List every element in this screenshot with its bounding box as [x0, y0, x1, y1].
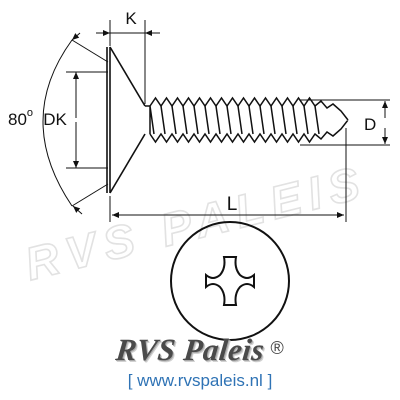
dimension-l-label: L	[227, 194, 238, 215]
dimension-k-label: K	[125, 9, 137, 28]
dimension-angle	[42, 32, 109, 215]
dimension-d-label: D	[364, 115, 376, 134]
registered-mark: ®	[270, 337, 284, 358]
website-link[interactable]: [ www.rvspaleis.nl ]	[0, 371, 400, 391]
watermark: RVS PALEIS	[20, 155, 372, 290]
brand-logo: RVS Paleis®	[0, 332, 400, 368]
dimension-dk-label: DK	[43, 110, 67, 129]
dimension-d	[300, 99, 390, 146]
angle-label: 80o	[8, 107, 33, 129]
head-top-view	[170, 221, 290, 341]
screw-head	[106, 46, 146, 194]
dimension-l	[109, 128, 347, 222]
dimension-k	[96, 20, 160, 104]
website-url[interactable]: www.rvspaleis.nl	[137, 371, 263, 390]
close-bracket: ]	[267, 371, 273, 390]
phillips-recess-icon	[205, 256, 255, 306]
open-bracket: [	[127, 371, 133, 390]
screw-thread	[145, 96, 349, 144]
dimension-dk	[66, 71, 108, 169]
brand-name: RVS Paleis	[114, 332, 267, 367]
